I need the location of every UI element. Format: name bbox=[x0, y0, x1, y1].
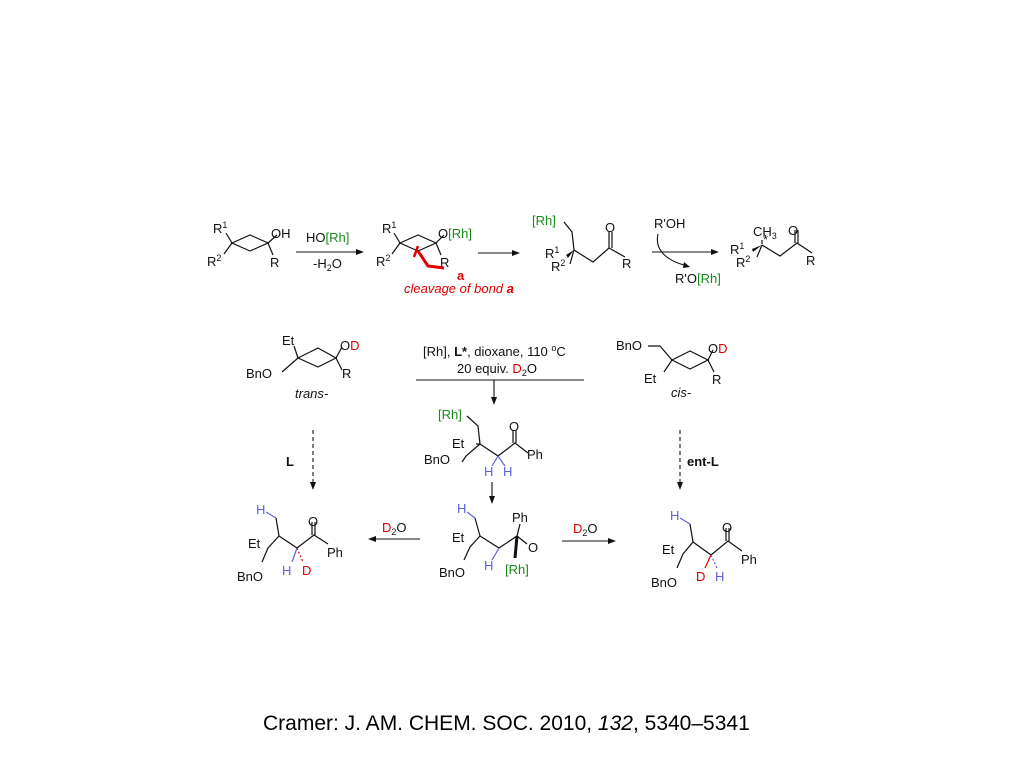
mid-reagent-bottom: 20 equiv. D2O bbox=[457, 361, 537, 378]
svg-text:R1: R1 bbox=[545, 245, 559, 261]
svg-text:R: R bbox=[342, 366, 351, 381]
svg-text:H: H bbox=[715, 569, 724, 584]
svg-text:BnO: BnO bbox=[246, 366, 272, 381]
d2o-left: D2O bbox=[382, 520, 407, 537]
svg-text:[Rh]: [Rh] bbox=[532, 213, 556, 228]
svg-text:BnO: BnO bbox=[237, 569, 263, 584]
svg-text:OD: OD bbox=[340, 338, 360, 353]
svg-text:R2: R2 bbox=[551, 258, 565, 274]
mid-reagent-top: [Rh], L*, dioxane, 110 oC bbox=[423, 343, 566, 359]
svg-text:R1: R1 bbox=[730, 241, 744, 257]
svg-text:H: H bbox=[484, 558, 493, 573]
reagent-step3-top: R'OH bbox=[654, 216, 685, 231]
svg-text:H: H bbox=[670, 508, 679, 523]
cleavage-caption: cleavage of bond a bbox=[404, 281, 514, 296]
citation-volume: 132 bbox=[597, 712, 633, 735]
svg-text:BnO: BnO bbox=[424, 452, 450, 467]
rh-alkoxide: R1 R2 O[Rh] R a bbox=[376, 220, 472, 283]
svg-text:R2: R2 bbox=[736, 254, 750, 270]
reagent-step3-bottom: R'O[Rh] bbox=[675, 271, 721, 286]
svg-text:BnO: BnO bbox=[651, 575, 677, 590]
trans-label: trans- bbox=[295, 386, 329, 401]
svg-text:H: H bbox=[282, 563, 291, 578]
svg-text:O: O bbox=[605, 220, 615, 235]
svg-text:Et: Et bbox=[248, 536, 261, 551]
citation: Cramer: J. AM. CHEM. SOC. 2010, 132, 534… bbox=[263, 712, 750, 735]
svg-text:R: R bbox=[440, 255, 449, 270]
svg-text:OD: OD bbox=[708, 341, 728, 356]
svg-text:Et: Et bbox=[452, 436, 465, 451]
svg-text:Et: Et bbox=[662, 542, 675, 557]
svg-text:CH3: CH3 bbox=[753, 224, 777, 241]
svg-text:O: O bbox=[722, 520, 732, 535]
svg-text:Et: Et bbox=[452, 530, 465, 545]
svg-text:R1: R1 bbox=[213, 220, 227, 236]
svg-text:[Rh]: [Rh] bbox=[438, 407, 462, 422]
svg-text:R2: R2 bbox=[376, 253, 390, 269]
product-left: H O Ph Et BnO H D bbox=[237, 502, 343, 584]
svg-text:R2: R2 bbox=[207, 253, 221, 269]
svg-text:R: R bbox=[712, 372, 721, 387]
alkyl-rh-ketone: [Rh] O R R1 R2 bbox=[532, 213, 631, 274]
trans-cyclobutanol: Et BnO OD R bbox=[246, 333, 360, 381]
svg-text:Ph: Ph bbox=[512, 510, 528, 525]
svg-text:*: * bbox=[763, 232, 768, 247]
svg-text:R: R bbox=[806, 253, 815, 268]
reagent-step1-bottom: -H2O bbox=[313, 256, 342, 273]
svg-text:H: H bbox=[256, 502, 265, 517]
ligand-L-label: L bbox=[286, 454, 294, 469]
svg-text:H: H bbox=[503, 464, 512, 479]
svg-text:Et: Et bbox=[282, 333, 295, 348]
svg-text:O[Rh]: O[Rh] bbox=[438, 226, 472, 241]
d2o-right: D2O bbox=[573, 521, 598, 538]
svg-text:Ph: Ph bbox=[527, 447, 543, 462]
cis-cyclobutanol: BnO Et OD R bbox=[616, 338, 728, 387]
svg-text:[Rh]: [Rh] bbox=[505, 562, 529, 577]
svg-text:R: R bbox=[270, 255, 279, 270]
svg-text:R1: R1 bbox=[382, 220, 396, 236]
reagent-step1-top: HO[Rh] bbox=[306, 230, 349, 245]
svg-text:H: H bbox=[457, 501, 466, 516]
cis-label: cis- bbox=[671, 385, 692, 400]
svg-text:D: D bbox=[696, 569, 705, 584]
svg-text:BnO: BnO bbox=[616, 338, 642, 353]
rh-enolate: H Ph O Et BnO H [Rh] bbox=[439, 501, 538, 580]
svg-text:Ph: Ph bbox=[741, 552, 757, 567]
svg-text:H: H bbox=[484, 464, 493, 479]
alkyl-rh-intermediate: [Rh] O Ph Et BnO H H bbox=[424, 407, 543, 479]
svg-text:O: O bbox=[509, 419, 519, 434]
svg-text:O: O bbox=[308, 514, 318, 529]
svg-text:O: O bbox=[528, 540, 538, 555]
svg-text:Et: Et bbox=[644, 371, 657, 386]
cyclobutanol-start: R1 R2 OH R bbox=[207, 220, 291, 270]
svg-text:O: O bbox=[788, 223, 798, 238]
product-right: H O Ph Et BnO D H bbox=[651, 508, 757, 590]
product-ketone: CH3 * O R R1 R2 bbox=[730, 223, 815, 270]
svg-text:D: D bbox=[302, 563, 311, 578]
ligand-entL-label: ent-L bbox=[687, 454, 719, 469]
svg-text:R: R bbox=[622, 256, 631, 271]
svg-text:a: a bbox=[457, 268, 465, 283]
svg-text:BnO: BnO bbox=[439, 565, 465, 580]
svg-text:OH: OH bbox=[271, 226, 291, 241]
svg-text:Ph: Ph bbox=[327, 545, 343, 560]
